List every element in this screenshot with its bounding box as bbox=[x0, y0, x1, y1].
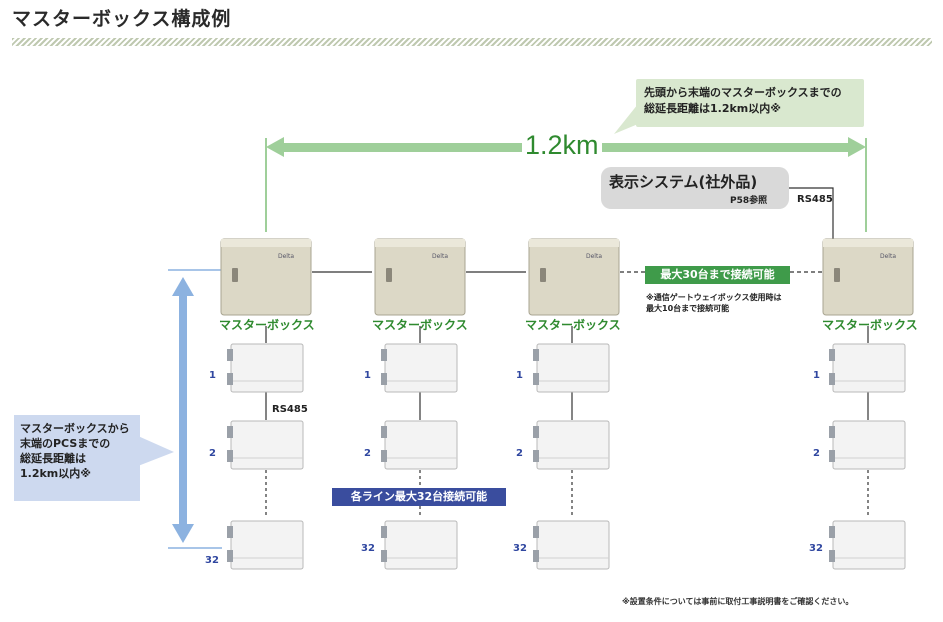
pcs-number: 2 bbox=[516, 448, 523, 459]
pcs-number: 1 bbox=[813, 370, 820, 381]
pcs-unit bbox=[381, 343, 458, 393]
master-box-label-1: マスターボックス bbox=[219, 318, 315, 332]
pcs-unit bbox=[533, 343, 610, 393]
master-box-2: Delta bbox=[374, 238, 466, 316]
pcs-number: 32 bbox=[205, 555, 219, 566]
display-system-ref: P58参照 bbox=[730, 196, 768, 206]
pcs-unit bbox=[227, 420, 304, 470]
pcs-unit bbox=[533, 420, 610, 470]
master-box-3: Delta bbox=[528, 238, 620, 316]
left-callout-line-2: 末端のPCSまでの bbox=[20, 437, 111, 450]
master-box-4: Delta bbox=[822, 238, 914, 316]
pcs-number: 32 bbox=[513, 543, 527, 554]
svg-text:Delta: Delta bbox=[278, 253, 294, 260]
left-callout-line-1: マスターボックスから bbox=[20, 422, 130, 435]
per-line-max-tag: 各ライン最大32台接続可能 bbox=[332, 488, 506, 506]
left-callout-line-4: 1.2km以内※ bbox=[20, 467, 91, 480]
page-title: マスターボックス構成例 bbox=[12, 8, 232, 30]
pcs-number: 32 bbox=[361, 543, 375, 554]
pcs-number: 2 bbox=[364, 448, 371, 459]
pcs-number: 2 bbox=[813, 448, 820, 459]
master-box-label-2: マスターボックス bbox=[372, 318, 468, 332]
svg-text:Delta: Delta bbox=[880, 253, 896, 260]
max-masters-note-line-1: ※通信ゲートウェイボックス使用時は bbox=[646, 293, 782, 302]
pcs-unit bbox=[829, 343, 906, 393]
pcs-unit bbox=[227, 343, 304, 393]
pcs-number: 1 bbox=[516, 370, 523, 381]
total-distance-callout: 先頭から末端のマスターボックスまでの 総延長距離は1.2km以内※ bbox=[636, 79, 864, 127]
left-callout-line-3: 総延長距離は bbox=[20, 452, 86, 465]
callout-line-2: 総延長距離は1.2km以内※ bbox=[644, 102, 781, 115]
pcs-number: 1 bbox=[209, 370, 216, 381]
installation-footnote: ※設置条件については事前に取付工事説明書をご確認ください。 bbox=[622, 597, 854, 606]
callout-pointer bbox=[614, 104, 638, 134]
max-masters-note-line-2: 最大10台まで接続可能 bbox=[646, 304, 730, 313]
display-system-box bbox=[601, 167, 789, 209]
pcs-number: 32 bbox=[809, 543, 823, 554]
pcs-unit bbox=[829, 520, 906, 570]
pcs-unit bbox=[829, 420, 906, 470]
pcs-unit bbox=[381, 520, 458, 570]
title-divider bbox=[12, 38, 932, 46]
left-callout-pointer bbox=[138, 436, 174, 466]
svg-text:Delta: Delta bbox=[432, 253, 448, 260]
rs485-line-label: RS485 bbox=[272, 404, 308, 415]
pcs-number: 1 bbox=[364, 370, 371, 381]
pcs-number: 2 bbox=[209, 448, 216, 459]
vertical-span-arrow bbox=[172, 277, 194, 543]
rs485-display-label: RS485 bbox=[797, 194, 833, 205]
max-masters-tag: 最大30台まで接続可能 bbox=[645, 266, 790, 284]
master-box-label-4: マスターボックス bbox=[822, 318, 918, 332]
pcs-unit bbox=[227, 520, 304, 570]
max-masters-note: ※通信ゲートウェイボックス使用時は 最大10台まで接続可能 bbox=[646, 292, 782, 314]
callout-line-1: 先頭から末端のマスターボックスまでの bbox=[644, 86, 842, 99]
pcs-unit bbox=[381, 420, 458, 470]
display-system-title: 表示システム(社外品) bbox=[609, 173, 758, 191]
pcs-unit bbox=[533, 520, 610, 570]
master-box-label-3: マスターボックス bbox=[525, 318, 621, 332]
master-box-1: Delta bbox=[220, 238, 312, 316]
span-distance-label: 1.2km bbox=[522, 130, 602, 161]
pcs-distance-callout: マスターボックスから 末端のPCSまでの 総延長距離は 1.2km以内※ bbox=[14, 415, 140, 501]
svg-text:Delta: Delta bbox=[586, 253, 602, 260]
